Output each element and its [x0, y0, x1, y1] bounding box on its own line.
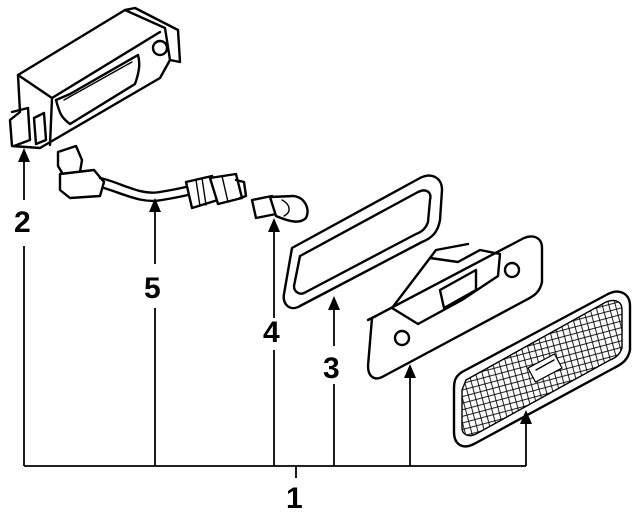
lamp-base-part	[366, 235, 544, 380]
gasket-part	[282, 174, 444, 310]
socket-wire-part	[56, 144, 248, 210]
callout-2: 2	[14, 206, 31, 239]
housing-bracket-part	[8, 6, 182, 150]
bulb-part	[250, 194, 309, 223]
arrowheads	[18, 148, 532, 424]
callout-3: 3	[323, 352, 340, 385]
lens-part	[452, 290, 632, 448]
leader-lines	[23, 158, 527, 478]
callout-5: 5	[144, 272, 161, 305]
callout-4: 4	[263, 316, 280, 349]
callout-1: 1	[286, 482, 303, 515]
